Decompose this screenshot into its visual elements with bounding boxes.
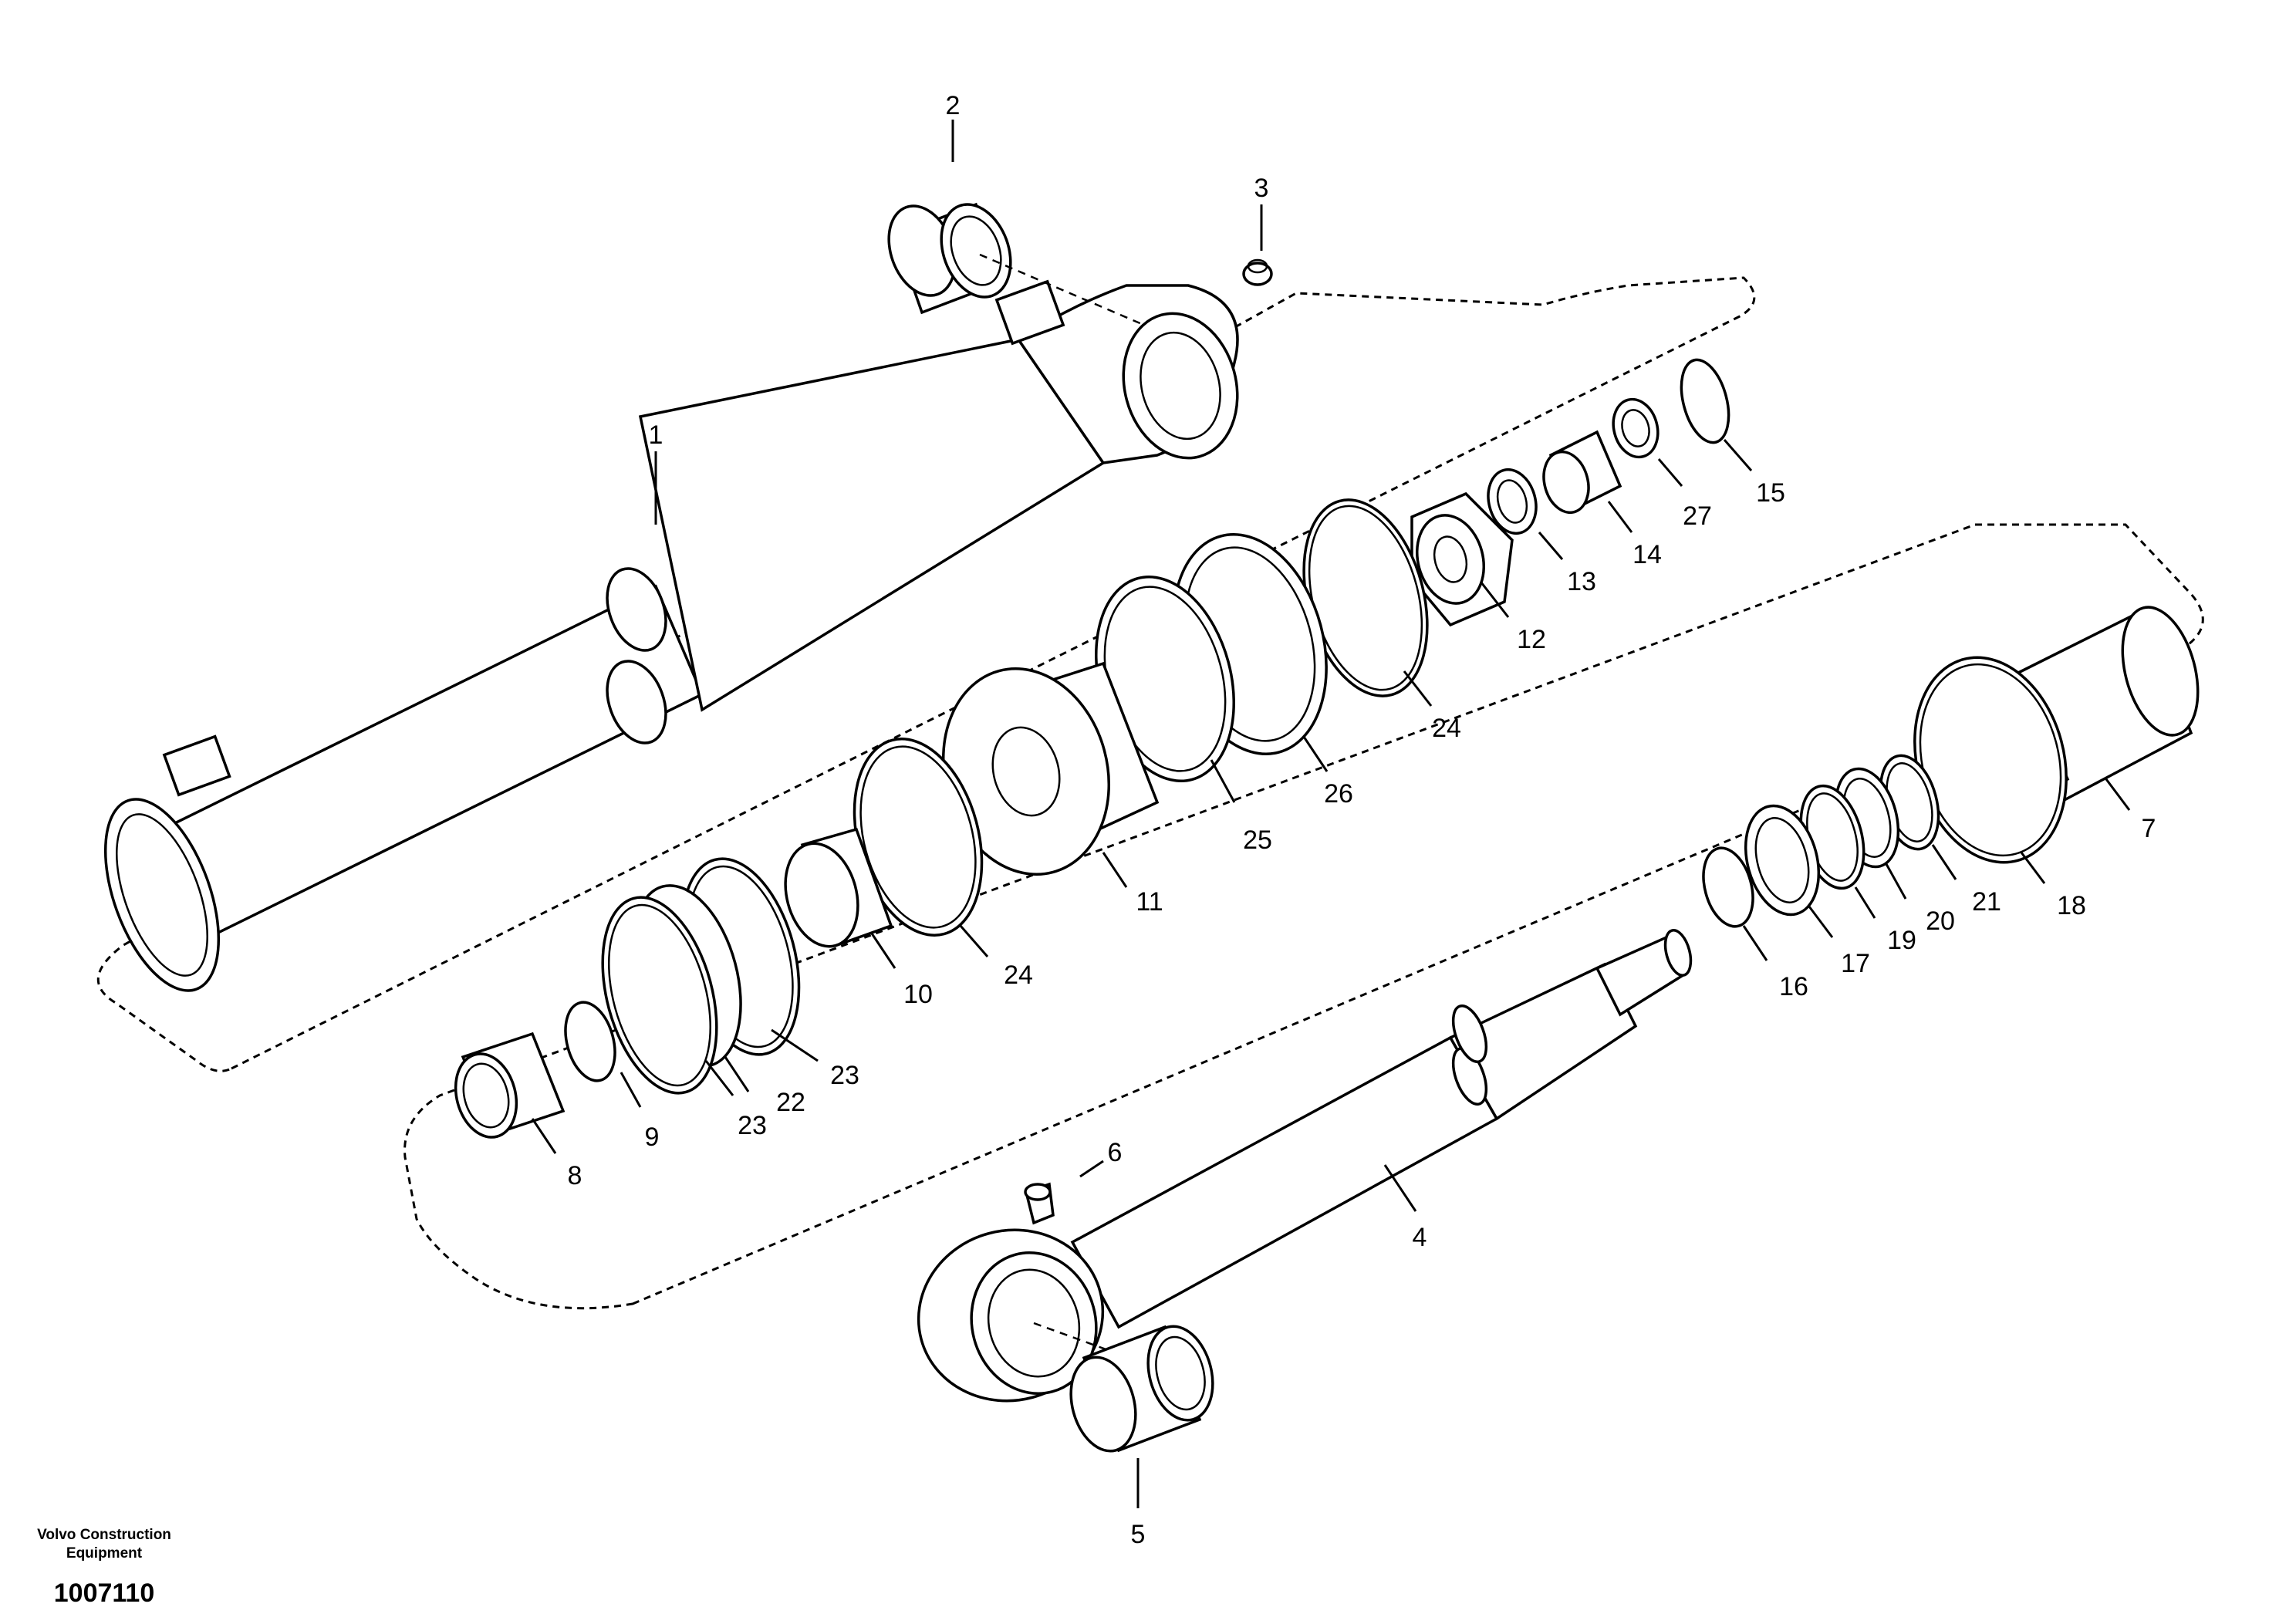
cylinder-barrel: [103, 279, 1239, 992]
callout-25: 25: [1243, 826, 1272, 855]
company-name-line2: Equipment: [66, 1545, 143, 1562]
callout-11: 11: [1136, 887, 1163, 917]
title-block: Volvo Construction Equipment 1007110: [0, 1526, 208, 1609]
piston-rod: [917, 929, 1693, 1403]
grease-nipple-top: [1242, 258, 1273, 286]
upper-seal-parts: [454, 358, 1730, 1139]
lower-seal-parts: [1702, 754, 1940, 928]
callout-22: 22: [776, 1088, 805, 1117]
callout-10: 10: [903, 980, 933, 1009]
bushing-bottom: [1069, 1325, 1214, 1453]
callout-12: 12: [1517, 625, 1546, 654]
callout-14: 14: [1633, 540, 1662, 569]
callout-9: 9: [645, 1123, 660, 1152]
callout-labels: 1 2 3 4 5 6 7 8 9 10 11 12 13 14 15 16 1…: [568, 91, 2156, 1549]
callout-15: 15: [1756, 478, 1785, 508]
callout-24-upper: 24: [1432, 714, 1461, 743]
company-name-line1: Volvo Construction: [37, 1527, 171, 1543]
callout-3: 3: [1254, 174, 1269, 203]
callout-18: 18: [2057, 891, 2086, 920]
upper-group-outline: [96, 276, 1756, 1072]
callout-26: 26: [1324, 779, 1353, 809]
lower-group-outline: [403, 523, 2204, 1310]
callout-27: 27: [1683, 501, 1712, 531]
callout-23-upper: 23: [830, 1061, 859, 1090]
callout-17: 17: [1841, 949, 1870, 978]
bushing-top-axis: [979, 253, 1143, 326]
leader-lines: [531, 120, 2131, 1508]
callout-13: 13: [1567, 567, 1596, 596]
callout-1: 1: [649, 420, 663, 450]
callout-24-lower: 24: [1004, 961, 1033, 990]
callout-19: 19: [1887, 926, 1916, 955]
callout-20: 20: [1926, 907, 1955, 936]
callout-5: 5: [1131, 1520, 1146, 1549]
callout-16: 16: [1779, 972, 1808, 1001]
cylinder-head: [1913, 606, 2200, 864]
callout-2: 2: [946, 91, 961, 120]
callout-23-lower: 23: [738, 1111, 767, 1140]
bushing-top: [887, 202, 1012, 315]
callout-8: 8: [568, 1161, 582, 1190]
callout-6: 6: [1108, 1138, 1123, 1167]
drawing-number: 1007110: [53, 1578, 155, 1608]
grease-nipple-rod: [1024, 1182, 1055, 1225]
callout-4: 4: [1413, 1223, 1427, 1252]
callout-7: 7: [2142, 814, 2156, 843]
callout-21: 21: [1972, 887, 2001, 917]
